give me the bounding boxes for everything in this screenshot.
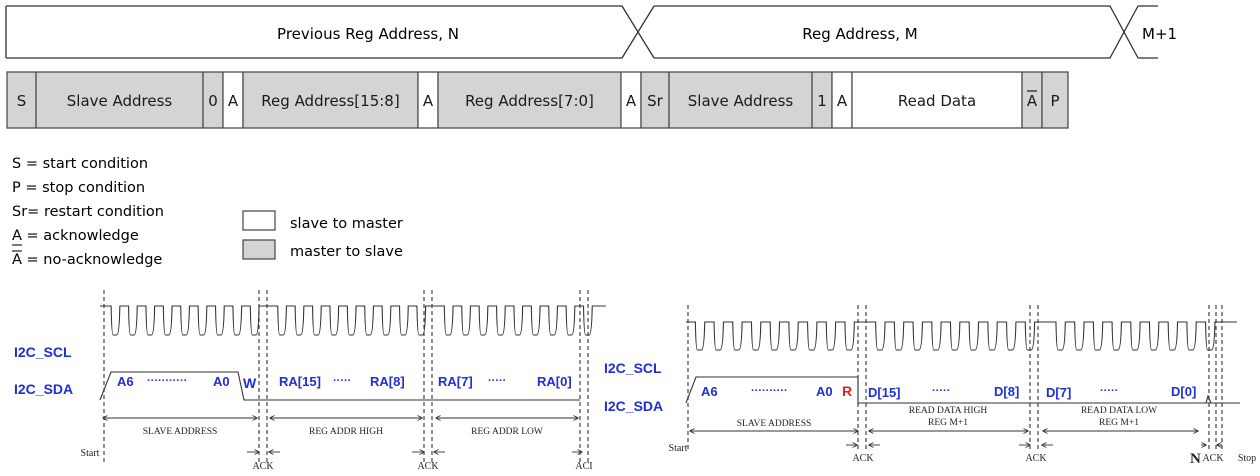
frame-cell-10	[668, 71, 813, 129]
read-bit-a6: A6	[701, 384, 718, 399]
write-start-label: Start	[81, 448, 100, 459]
frame-cell-label-13: Read Data	[898, 92, 976, 110]
write-bit-ra0: RA[0]	[537, 374, 572, 389]
read-bit-d8: D[8]	[994, 384, 1019, 399]
read-bit-d7: D[7]	[1046, 385, 1071, 400]
frame-cell-label-12: A	[837, 92, 848, 110]
read-phase-data-high: READ DATA HIGH	[909, 406, 988, 416]
frame-cell-label-11: 1	[817, 92, 827, 110]
legend: S = start condition P = stop condition S…	[12, 156, 403, 268]
write-sda-trace	[99, 371, 580, 401]
frame-cell-2	[35, 71, 204, 129]
bus-segment-next: M+1	[1142, 25, 1177, 43]
frame-cell-label-6: A	[423, 92, 434, 110]
read-sda-label: I2C_SDA	[604, 398, 663, 414]
write-bit-a0: A0	[213, 374, 230, 389]
write-ack-label-1: ACK	[252, 461, 274, 472]
legend-def-restart: Sr= restart condition	[12, 204, 164, 220]
read-stop-label: Stop	[1238, 453, 1256, 464]
frame-cell-label-5: Reg Address[15:8]	[261, 92, 399, 110]
read-bit-dots-2: ·····	[932, 385, 950, 397]
frame-cell-label-9: Sr	[647, 92, 664, 110]
bus-segment-previous: Previous Reg Address, N	[277, 25, 459, 43]
frame-cell-label-8: A	[626, 92, 637, 110]
read-phase-data-low: READ DATA LOW	[1081, 406, 1157, 416]
write-phase-reg-addr-high: REG ADDR HIGH	[309, 427, 383, 437]
read-phase-data-low-reg: REG M+1	[1099, 418, 1139, 428]
read-waveform: I2C_SCL I2C_SDA A6 ·········· A0 R D[15]…	[604, 305, 1256, 467]
bus-segment-current: Reg Address, M	[802, 25, 917, 43]
write-bit-dots-3: ·····	[488, 375, 506, 387]
frame-cell-label-14: A	[1027, 92, 1038, 110]
bus-frame-outline	[5, 5, 1158, 59]
read-bit-r: R	[842, 383, 852, 399]
read-bit-dots-3: ·····	[1100, 385, 1118, 397]
write-bit-ra8: RA[8]	[370, 374, 405, 389]
read-bit-d15: D[15]	[868, 385, 901, 400]
read-ack-label-2: ACK	[1025, 453, 1047, 464]
legend-master-to-slave: master to slave	[290, 244, 403, 260]
write-sda-label: I2C_SDA	[14, 381, 73, 397]
read-scl-trace	[686, 321, 1237, 351]
frame-cell-15	[1041, 71, 1069, 129]
write-scl-trace	[100, 305, 606, 336]
read-bit-dots-1: ··········	[751, 385, 788, 397]
read-phase-slave-address: SLAVE ADDRESS	[737, 419, 812, 429]
bus-frame: Previous Reg Address, N Reg Address, M M…	[5, 5, 1177, 59]
read-nack-n-label: N	[1190, 451, 1201, 467]
write-ack-label-3: ACI	[575, 461, 592, 472]
frame-cell-label-15: P	[1050, 92, 1059, 110]
read-phase-data-high-reg: REG M+1	[928, 418, 968, 428]
legend-slave-to-master: slave to master	[290, 216, 403, 232]
legend-def-nack: A = no-acknowledge	[12, 252, 162, 268]
frame-cell-label-1: S	[17, 92, 27, 110]
legend-def-stop: P = stop condition	[12, 180, 145, 196]
read-nack-ack-label: ACK	[1202, 453, 1224, 464]
frame-cell-label-4: A	[228, 92, 239, 110]
read-frame-dividers	[687, 305, 1223, 452]
frame-cell-label-2: Slave Address	[67, 92, 173, 110]
frame-cell-7	[437, 71, 622, 129]
write-frame-dividers	[103, 290, 589, 462]
read-ack-label-1: ACK	[852, 453, 874, 464]
write-bit-ra15: RA[15]	[279, 374, 321, 389]
write-bit-w: W	[243, 375, 257, 391]
write-bit-a6: A6	[117, 374, 134, 389]
write-scl-label: I2C_SCL	[14, 344, 72, 360]
frame-cell-label-7: Reg Address[7:0]	[465, 92, 594, 110]
frame-cell-1	[6, 71, 37, 129]
frame-cell-label-3: 0	[208, 92, 218, 110]
legend-swatch-slave	[242, 210, 276, 231]
write-phase-reg-addr-low: REG ADDR LOW	[471, 427, 543, 437]
write-waveform: I2C_SCL I2C_SDA A6 ··········· A0 W RA[1…	[14, 290, 606, 472]
legend-swatch-master	[242, 239, 276, 260]
read-bit-a0: A0	[816, 384, 833, 399]
write-bit-ra7: RA[7]	[438, 374, 473, 389]
write-ack-label-2: ACK	[417, 461, 439, 472]
read-scl-label: I2C_SCL	[604, 360, 662, 376]
legend-def-ack: A = acknowledge	[12, 228, 139, 244]
legend-def-start: S = start condition	[12, 156, 148, 172]
frame-cell-label-10: Slave Address	[688, 92, 794, 110]
frame-cell-9	[640, 71, 670, 129]
write-bit-dots-2: ·····	[333, 375, 351, 387]
read-bit-d0: D[0]	[1171, 384, 1196, 399]
write-phase-slave-address: SLAVE ADDRESS	[143, 427, 218, 437]
read-start-label: Start	[669, 443, 688, 454]
write-bit-dots-1: ···········	[147, 375, 187, 387]
